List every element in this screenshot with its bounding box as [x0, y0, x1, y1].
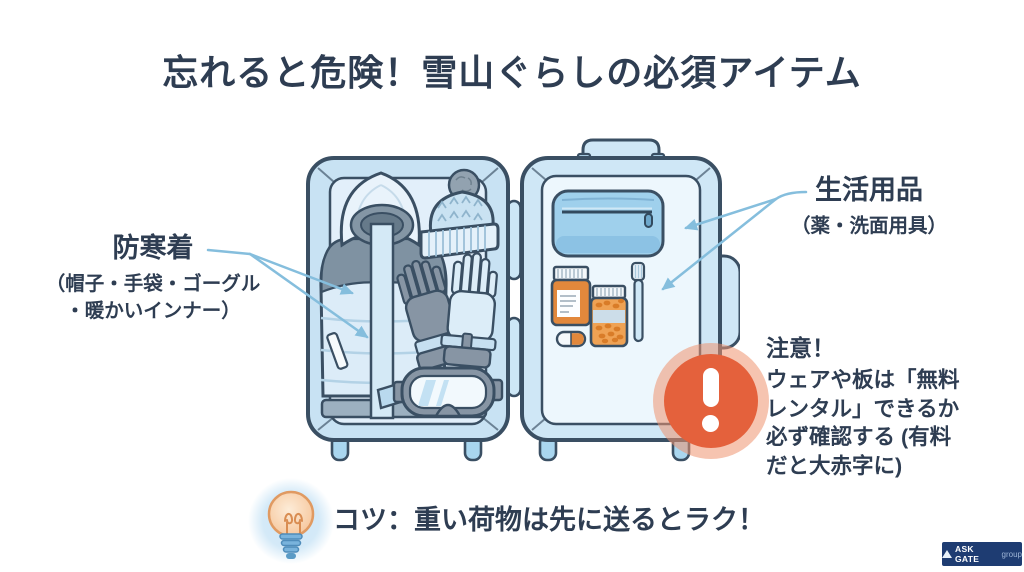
logo-suffix-text: group	[1001, 549, 1022, 559]
logo-mountain-icon	[942, 550, 952, 558]
warning-body: ウェアや板は「無料 レンタル」できるか 必ず確認する (有料 だと大赤字に)	[766, 368, 960, 478]
exclamation-dot	[702, 415, 719, 432]
footer-logo: ASK GATE group	[942, 542, 1022, 566]
knit-beanie	[419, 168, 500, 260]
center-strap	[369, 222, 395, 420]
ski-goggles	[376, 366, 504, 418]
warning-heading: 注意！	[766, 335, 835, 361]
warning-exclamation-icon	[664, 354, 758, 448]
toothbrush	[630, 261, 646, 343]
pill-capsule	[555, 330, 587, 348]
label-clothing-detail: （帽子・手袋・ゴーグル ・暖かいインナー）	[45, 273, 261, 322]
medicine-bottle	[550, 265, 592, 327]
page-title: 忘れると危険！雪山ぐらしの必須アイテム	[162, 52, 862, 93]
suitcase-illustration	[306, 138, 740, 462]
label-daily-goods-heading: 生活用品	[815, 175, 923, 205]
pill-bottle	[589, 284, 629, 348]
exclamation-bar	[703, 368, 719, 407]
logo-brand-text: ASK GATE	[955, 544, 980, 564]
label-daily-goods-detail: （薬・洗面用具）	[790, 215, 947, 237]
tip-text: コツ：重い荷物は先に送るとラク！	[333, 505, 765, 535]
warning-note: 注意！ ウェアや板は「無料 レンタル」できるか 必ず確認する (有料 だと大赤字…	[766, 334, 1004, 480]
label-daily-goods: 生活用品 （薬・洗面用具）	[779, 175, 959, 240]
label-clothing-heading: 防寒着	[112, 233, 194, 263]
lightbulb-icon	[248, 478, 334, 564]
ski-gloves	[396, 252, 498, 371]
label-clothing: 防寒着 （帽子・手袋・ゴーグル ・暖かいインナー）	[33, 233, 273, 325]
zipper-pouch	[551, 189, 665, 258]
